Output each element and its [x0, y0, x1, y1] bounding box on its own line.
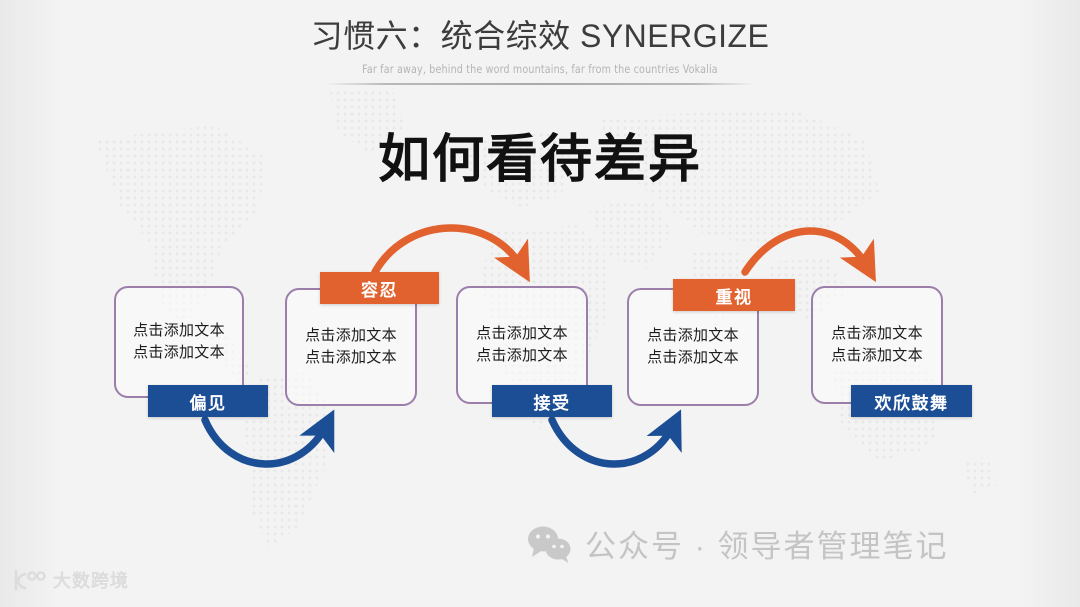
tag-accept-label: 接受 — [533, 393, 571, 413]
page-title: 如何看待差异 — [377, 131, 702, 189]
node-box-4-text: 点击添加文本 点击添加文本 — [647, 327, 739, 366]
node-box-4[interactable]: 点击添加文本 点击添加文本 — [627, 288, 759, 406]
tag-bias-label: 偏见 — [189, 393, 227, 413]
node-box-5[interactable]: 点击添加文本 点击添加文本 — [811, 286, 943, 404]
arrow-orange-2 — [741, 227, 876, 283]
brand-logo: 大数跨境 — [12, 567, 129, 593]
node-box-5-text: 点击添加文本 点击添加文本 — [831, 325, 923, 364]
right-edge-band — [1022, 0, 1080, 607]
node-box-3[interactable]: 点击添加文本 点击添加文本 — [456, 286, 588, 404]
node-box-2-text: 点击添加文本 点击添加文本 — [305, 327, 397, 366]
tag-delight[interactable]: 欢欣鼓舞 — [851, 385, 972, 417]
tag-value-label: 重视 — [715, 287, 753, 307]
node-box-2[interactable]: 点击添加文本 点击添加文本 — [285, 288, 417, 406]
wechat-icon — [528, 526, 571, 563]
watermark-text: 公众号 · 领导者管理笔记 — [585, 529, 949, 564]
node-box-1-text: 点击添加文本 点击添加文本 — [133, 322, 225, 361]
tag-tolerate-label: 容忍 — [361, 280, 398, 300]
tag-delight-label: 欢欣鼓舞 — [874, 393, 949, 413]
header-subtitle: Far far away, behind the word mountains,… — [362, 62, 718, 76]
brand-mark-icon — [14, 569, 46, 591]
slide-header: 习惯六：统合综效 SYNERGIZE Far far away, behind … — [0, 16, 1080, 85]
header-divider — [325, 83, 755, 85]
tag-accept[interactable]: 接受 — [492, 385, 612, 417]
watermark: 公众号 · 领导者管理笔记 — [527, 521, 949, 566]
header-title: 习惯六：统合综效 SYNERGIZE — [310, 18, 770, 54]
arrow-orange-1 — [371, 224, 530, 283]
node-box-3-text: 点击添加文本 点击添加文本 — [476, 325, 568, 364]
tag-value[interactable]: 重视 — [673, 279, 795, 311]
arrow-blue-1 — [201, 409, 335, 468]
tag-tolerate[interactable]: 容忍 — [320, 272, 439, 304]
arrow-blue-2 — [548, 409, 682, 468]
tag-bias[interactable]: 偏见 — [148, 385, 268, 417]
brand-text: 大数跨境 — [53, 571, 129, 591]
node-box-1[interactable]: 点击添加文本 点击添加文本 — [114, 286, 244, 398]
left-edge-band — [0, 0, 58, 607]
